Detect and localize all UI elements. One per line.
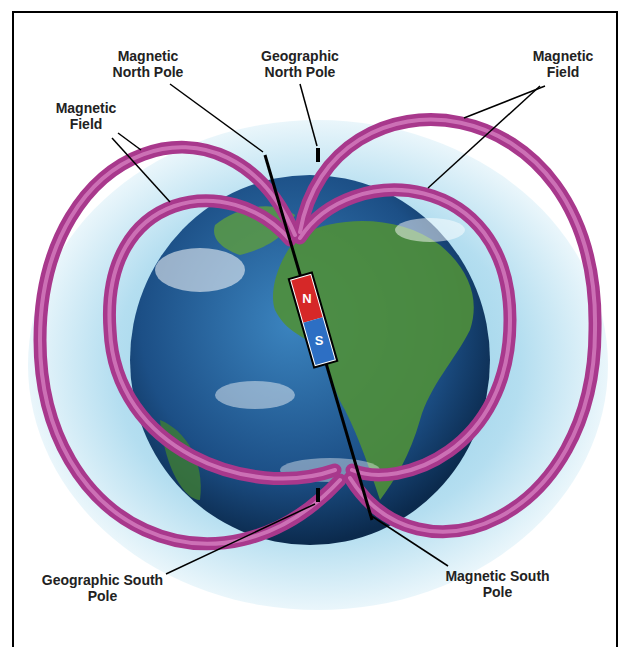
magnet-pole-letter: N	[297, 289, 317, 309]
pole-label: Magnetic North Pole	[100, 48, 196, 80]
field-label: Magnetic Field	[46, 100, 126, 132]
pole-label: Geographic South Pole	[40, 572, 165, 604]
pole-label: Geographic North Pole	[245, 48, 355, 80]
magnet-pole-letter: S	[309, 331, 329, 351]
field-label: Magnetic Field	[520, 48, 606, 80]
pole-label: Magnetic South Pole	[440, 568, 555, 600]
